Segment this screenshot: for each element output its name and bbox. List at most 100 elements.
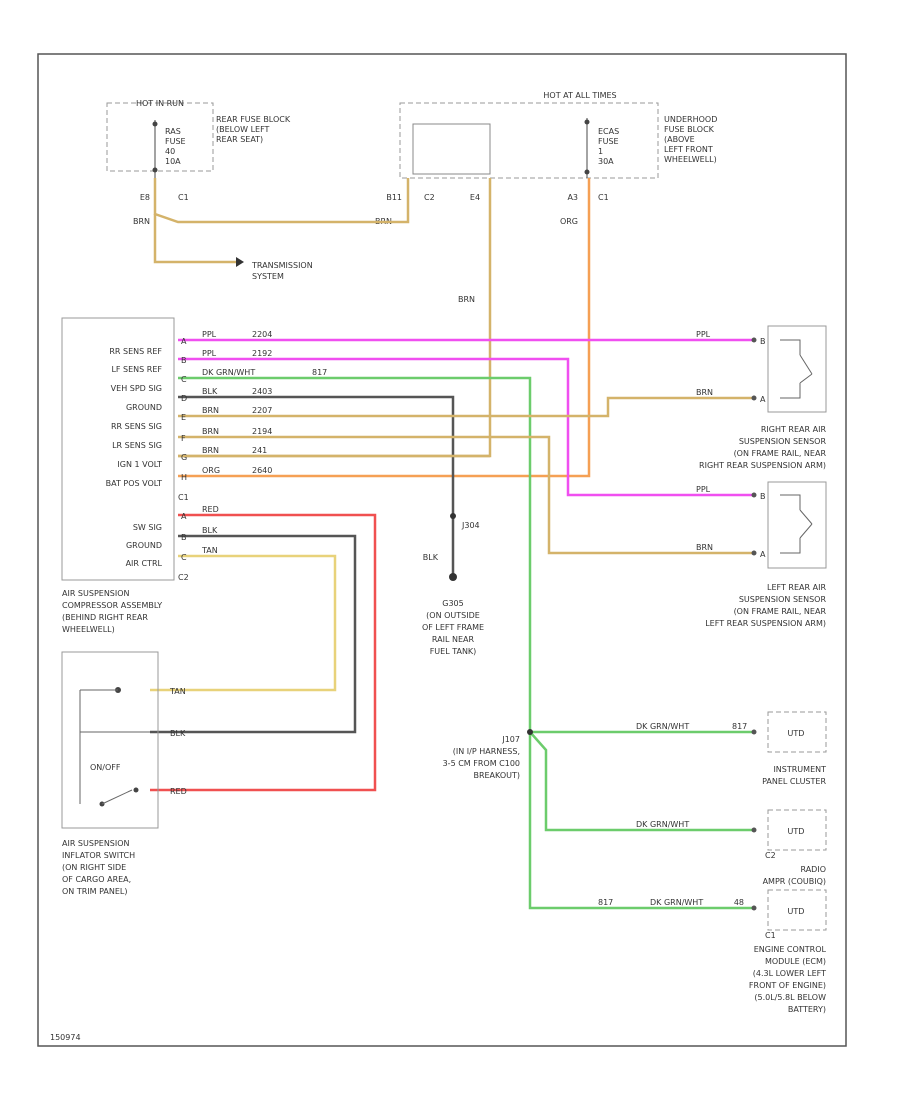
ecm-desc-2: (4.3L LOWER LEFT [753, 969, 826, 978]
ipc-desc-0: INSTRUMENT [773, 765, 826, 774]
c1-pin-e: E [181, 413, 186, 422]
hot-batt-conn-e8: E8 [140, 193, 150, 202]
ground-wire-label: BLK [423, 553, 439, 562]
underhood-fuse-line-0: UNDERHOOD [664, 115, 717, 124]
ecm-wire: DK GRN/WHT [650, 898, 703, 907]
switch-red-terminal [133, 787, 139, 793]
c2-pin-b: B [181, 533, 187, 542]
c1-wire-e-circuit: 2207 [252, 406, 272, 415]
splice-j107-dot [527, 729, 533, 735]
hot-batt-line-2: 40 [165, 147, 175, 156]
ground-desc-3: FUEL TANK) [430, 647, 477, 656]
underhood-fuse-line-4: WHEELWELL) [664, 155, 717, 164]
hot-in-run-fuse: HOT IN RUN RAS FUSE 40 10A REAR FUSE BLO… [106, 99, 291, 226]
ipc-circuit: 817 [732, 722, 747, 731]
inflator-switch: ON/OFF TAN BLK RED AIR SUSPENSION INFLAT… [61, 651, 187, 896]
radio-box-label: UTD [788, 827, 805, 836]
c1-wire-h-color: ORG [202, 466, 220, 475]
c1-pin-c: C [181, 375, 187, 384]
lr-sensor-wire-bottom: BRN [696, 543, 713, 552]
c1-pin-f: F [181, 434, 186, 443]
instrument-panel-cluster: DK GRN/WHT 817 UTD INSTRUMENT PANEL CLUS… [636, 711, 827, 786]
hot-alt-conn-c2: C2 [424, 193, 435, 202]
ground-splice-label: J304 [461, 521, 480, 530]
hot-alt-line-3: 30A [598, 157, 614, 166]
splice-j107-desc-2: BREAKOUT) [473, 771, 520, 780]
ground-desc-0: (ON OUTSIDE [426, 611, 480, 620]
c1-wire-labels: A PPL 2204 B PPL 2192 C DK GRN/WHT 817 D… [181, 330, 327, 482]
c1-wire-e-color: BRN [202, 406, 219, 415]
lr-sensor-box [767, 481, 827, 569]
module-pin-rr-sens-ref: RR SENS REF [109, 347, 162, 356]
underhood-fuse-line-3: LEFT FRONT [664, 145, 713, 154]
hot-in-run-title: HOT IN RUN [136, 99, 184, 108]
c1-wire-d-color: BLK [202, 387, 218, 396]
underhood-fuse-line-1: FUSE BLOCK [664, 125, 715, 134]
module-c1-label: C1 [178, 493, 189, 502]
module-pin-ign-1-volt: IGN 1 VOLT [117, 460, 162, 469]
rr-sensor-pin-bottom: A [760, 395, 766, 404]
c2-pin-c: C [181, 553, 187, 562]
inflator-wire-red: RED [170, 787, 187, 796]
radio-desc-0: RADIO [800, 865, 826, 874]
rr-sensor-pin-b-dot [751, 337, 757, 343]
ecm-desc-4: (5.0L/5.8L BELOW [754, 993, 826, 1002]
compressor-module: RR SENS REF LF SENS REF VEH SPD SIG GROU… [61, 317, 189, 634]
rr-sensor-pin-top: B [760, 337, 766, 346]
c1-pin-a: A [181, 337, 187, 346]
lr-sensor-pin-b-dot [751, 492, 757, 498]
rr-sensor-desc-2: (ON FRAME RAIL, NEAR [734, 449, 827, 458]
lr-sensor-desc-3: LEFT REAR SUSPENSION ARM) [705, 619, 826, 628]
ecas-fuse-terminal-bottom [584, 169, 590, 175]
ecm-box [767, 889, 827, 931]
hot-alt-conn-b11: B11 [386, 193, 402, 202]
ecm-pin: 48 [734, 898, 744, 907]
ground-g305-icon [449, 573, 457, 581]
hot-at-all-times-fuse: HOT AT ALL TIMES ECAS FUSE 1 30A UNDERHO… [375, 91, 717, 304]
hot-alt-conn-a3: A3 [567, 193, 578, 202]
lr-sensor-pin-bottom: A [760, 550, 766, 559]
lr-sensor-desc-1: SUSPENSION SENSOR [739, 595, 827, 604]
c1-wire-c-color: DK GRN/WHT [202, 368, 255, 377]
hot-batt-wire-brn: BRN [133, 217, 150, 226]
inflator-wire-blk: BLK [170, 729, 186, 738]
c1-pin-b: B [181, 356, 187, 365]
fuse-terminal-bottom [152, 167, 158, 173]
module-pin-lr-sens-sig: LR SENS SIG [112, 441, 162, 450]
module-c2-label: C2 [178, 573, 189, 582]
wire-ppl-lf-ref [178, 357, 754, 497]
module-desc-1: COMPRESSOR ASSEMBLY [62, 601, 162, 610]
ecm-desc-5: BATTERY) [788, 1005, 826, 1014]
module-pin-lf-sens-ref: LF SENS REF [111, 365, 162, 374]
hot-alt-line-2: 1 [598, 147, 603, 156]
c1-pin-g: G [181, 453, 187, 462]
rr-sensor-desc-3: RIGHT REAR SUSPENSION ARM) [699, 461, 826, 470]
inflator-desc-1: INFLATOR SWITCH [62, 851, 135, 860]
radio-conn: C2 [765, 851, 776, 860]
wire-grn-to-radio [529, 731, 754, 832]
hot-alt-line-0: ECAS [598, 127, 619, 136]
diagram-border [37, 53, 847, 1047]
rear-fuse-block-line-2: REAR SEAT) [216, 135, 263, 144]
c1-pin-d: D [181, 394, 187, 403]
ecm-desc-1: MODULE (ECM) [765, 957, 826, 966]
ipc-desc-1: PANEL CLUSTER [762, 777, 826, 786]
switch-blade [101, 789, 133, 805]
module-pin-ground: GROUND [126, 403, 162, 412]
transmission-line-0: TRANSMISSION [251, 261, 313, 270]
lr-sensor: PPL BRN B A LEFT REAR AIR SUSPENSION SEN… [696, 481, 827, 628]
c1-wire-b-color: PPL [202, 349, 217, 358]
c2-wire-b-color: BLK [202, 526, 218, 535]
radio-wire: DK GRN/WHT [636, 820, 689, 829]
module-pin-bat-pos-volt: BAT POS VOLT [106, 479, 162, 488]
ecm-box-label: UTD [788, 907, 805, 916]
inflator-desc-0: AIR SUSPENSION [62, 839, 130, 848]
rr-sensor-wire-top: PPL [696, 330, 711, 339]
wire-brn-c1-to-b11 [153, 178, 410, 224]
hot-alt-wire-org: ORG [560, 217, 578, 226]
splice-j107-desc-0: (IN I/P HARNESS, [453, 747, 520, 756]
underhood-fuse-line-2: (ABOVE [664, 135, 695, 144]
module-pin-sw-sig: SW SIG [133, 523, 162, 532]
wire-brn-e4-ign [178, 178, 492, 458]
fuse-terminal-top [152, 121, 158, 127]
